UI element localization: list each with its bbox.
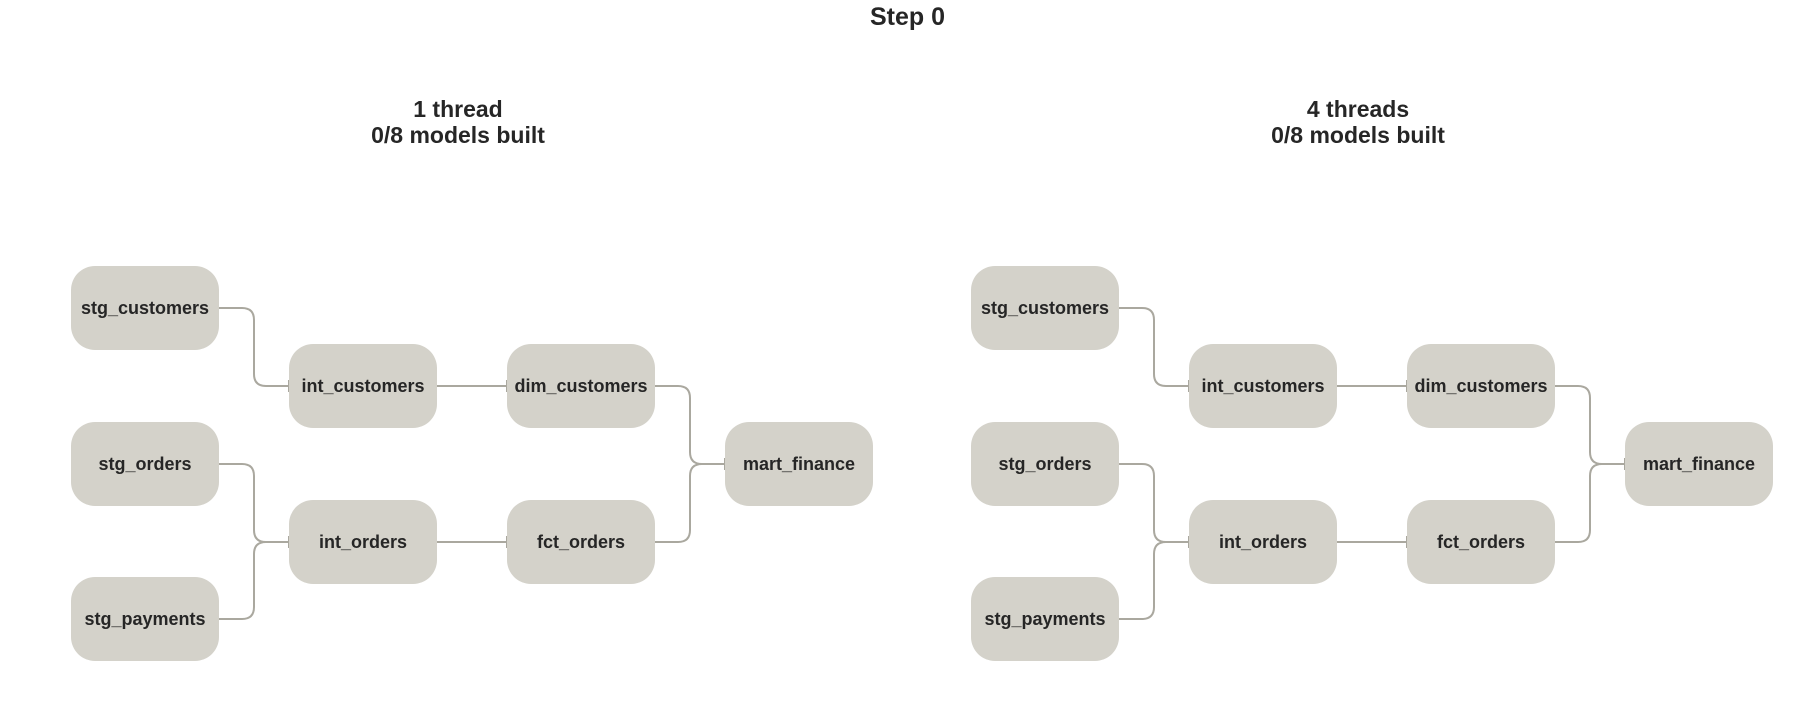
node-stg-customers[interactable]: stg_customers (71, 266, 219, 350)
node-mart-finance[interactable]: mart_finance (1625, 422, 1773, 506)
panel-single-thread: 1 thread 0/8 models built stg_customers … (0, 0, 907, 726)
node-int-customers[interactable]: int_customers (289, 344, 437, 428)
node-fct-orders[interactable]: fct_orders (507, 500, 655, 584)
node-stg-payments[interactable]: stg_payments (971, 577, 1119, 661)
panel-header: 1 thread 0/8 models built (108, 96, 808, 148)
node-mart-finance[interactable]: mart_finance (725, 422, 873, 506)
progress-label: 0/8 models built (1271, 122, 1445, 148)
node-dim-customers[interactable]: dim_customers (1407, 344, 1555, 428)
edge-fct-orders-to-mart-finance (1555, 463, 1625, 543)
edge-dim-customers-to-mart-finance (655, 385, 725, 465)
node-fct-orders[interactable]: fct_orders (1407, 500, 1555, 584)
edge-stg-orders-to-int-orders (219, 463, 289, 543)
edge-dim-customers-to-mart-finance (1555, 385, 1625, 465)
progress-label: 0/8 models built (371, 122, 545, 148)
edge-stg-customers-to-int-customers (219, 307, 289, 387)
node-stg-customers[interactable]: stg_customers (971, 266, 1119, 350)
node-stg-orders[interactable]: stg_orders (71, 422, 219, 506)
edge-stg-customers-to-int-customers (1119, 307, 1189, 387)
threads-label: 1 thread (413, 96, 503, 122)
edge-stg-orders-to-int-orders (1119, 463, 1189, 543)
node-stg-payments[interactable]: stg_payments (71, 577, 219, 661)
node-int-orders[interactable]: int_orders (289, 500, 437, 584)
threads-label: 4 threads (1306, 96, 1410, 122)
node-stg-orders[interactable]: stg_orders (971, 422, 1119, 506)
node-int-customers[interactable]: int_customers (1189, 344, 1337, 428)
panel-four-threads: 4 threads 0/8 models built stg_customers… (900, 0, 1807, 726)
edge-stg-payments-to-int-orders (219, 541, 289, 620)
node-int-orders[interactable]: int_orders (1189, 500, 1337, 584)
node-dim-customers[interactable]: dim_customers (507, 344, 655, 428)
edge-stg-payments-to-int-orders (1119, 541, 1189, 620)
panel-header: 4 threads 0/8 models built (1008, 96, 1708, 148)
page-title: Step 0 (869, 3, 946, 31)
edge-fct-orders-to-mart-finance (655, 463, 725, 543)
